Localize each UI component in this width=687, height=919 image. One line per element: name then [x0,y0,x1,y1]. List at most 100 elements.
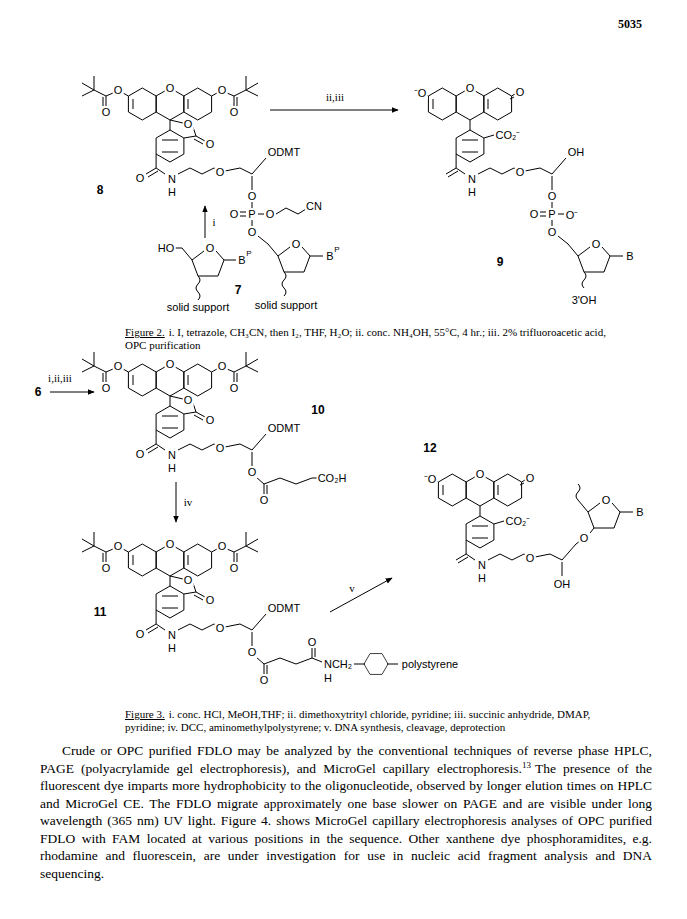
reagent-label: ii,iii [325,91,345,103]
atom-label: solid support [166,301,230,313]
succinate-10 [256,477,317,494]
compound-number: 8 [96,183,105,197]
atom-label: O [591,238,602,250]
compound-number: 9 [496,255,505,269]
atom-label: N [477,559,487,571]
atom-label: ⁻O [423,471,438,486]
caption-text: i. I, tetrazole, CH₃CN, then I₂, THF, H₂… [125,326,606,351]
phosphate-9 [540,202,623,288]
atom-label: O [217,360,228,372]
atom-label: N [167,629,177,641]
atom-label: O [215,442,226,454]
structure-stroke [128,88,266,190]
atom-label: N [167,449,177,461]
atom-label: OH [567,146,586,158]
reaction-arrow [330,578,392,612]
atom-label: ODMT [267,602,301,614]
atom-label: P [547,208,556,220]
linker-11 [256,648,398,674]
atom-label: B [325,250,334,262]
atom-label: H [323,672,333,684]
atom-label: O [135,448,146,460]
atom-label: OH [553,578,572,590]
compound-8-core [82,76,266,190]
atom-label: CO₂⁻ [495,127,522,142]
structure-stroke [82,76,128,106]
atom-label: H [167,462,177,474]
atom-label: O [291,238,302,250]
atom-label: CN [305,200,323,212]
atom-label: O [247,226,258,238]
reaction-arrow [270,110,398,111]
atom-label: O [205,242,216,254]
atom-label: O [165,82,176,94]
compound-number: 7 [234,283,243,297]
atom-label: O [515,166,526,178]
reference-number: 13 [522,759,531,769]
caption-head: Figure 2. [125,326,165,338]
compound-number: 12 [422,441,437,455]
atom-label: O [183,574,194,586]
reagent-label: i,ii,iii [47,372,73,384]
structure-stroke [128,364,266,466]
reagent-label: i [211,216,216,228]
atom-label: O [465,82,476,94]
atom-label: O [183,118,194,130]
atom-label: O [229,208,240,220]
atom-label: ⁻O [413,85,428,100]
reagent-label: v [348,582,356,594]
atom-label: O [525,552,536,564]
structure-stroke [428,88,566,190]
paragraph-text: The presence of the fluorescent dye impa… [40,761,652,881]
atom-label: H [167,642,177,654]
atom-label: O [101,562,112,574]
atom-label: B [237,254,246,266]
compound-12-core [435,474,576,576]
atom-label: 3'OH [571,294,598,306]
benzyl-ring [364,654,388,675]
phosphite-8 [240,202,323,296]
atom-label: O [265,208,276,220]
atom-label: O [247,466,258,478]
body-paragraph: Crude or OPC purified FDLO may be analyz… [40,742,652,882]
atom-label: O [205,138,216,150]
atom-label: O [475,468,486,480]
structure-stroke [212,352,258,382]
atom-label: O [247,190,258,202]
atom-label: O [547,190,558,202]
atom-label: O [579,532,590,544]
atom-label: O [229,106,240,118]
caption-text: i. conc. HCl, MeOH,THF; ii. dimethoxytri… [125,708,590,733]
compound-9-core [425,88,566,190]
atom-label: O [247,646,258,658]
structure-stroke [212,532,258,562]
atom-label: O [229,382,240,394]
nucleoside-12 [576,484,633,544]
reagent-label: iv [183,496,194,508]
atom-label: B [625,250,634,262]
atom-label: O [205,414,216,426]
superscript-label: P [334,245,339,254]
atom-label: N [167,173,177,185]
structure-stroke [438,474,576,576]
atom-label: O [101,382,112,394]
atom-label: O [217,84,228,96]
structure-stroke [82,352,128,382]
compound-10-core [82,352,266,466]
structure-stroke [128,544,266,646]
atom-label: O [101,106,112,118]
atom-label: O [165,538,176,550]
atom-label: O [135,172,146,184]
atom-label: O [259,674,270,686]
atom-label: polystyrene [401,658,459,670]
atom-label: H [477,572,487,584]
atom-label: O⁻ [565,207,580,222]
compound-number: 10 [310,403,325,417]
atom-label: H [167,186,177,198]
atom-label: O [259,494,270,506]
atom-label: N [467,173,477,185]
reaction-arrow [50,392,94,393]
atom-label: H [467,186,477,198]
atom-label: HO [157,242,176,254]
page-number: 5035 [618,17,642,32]
